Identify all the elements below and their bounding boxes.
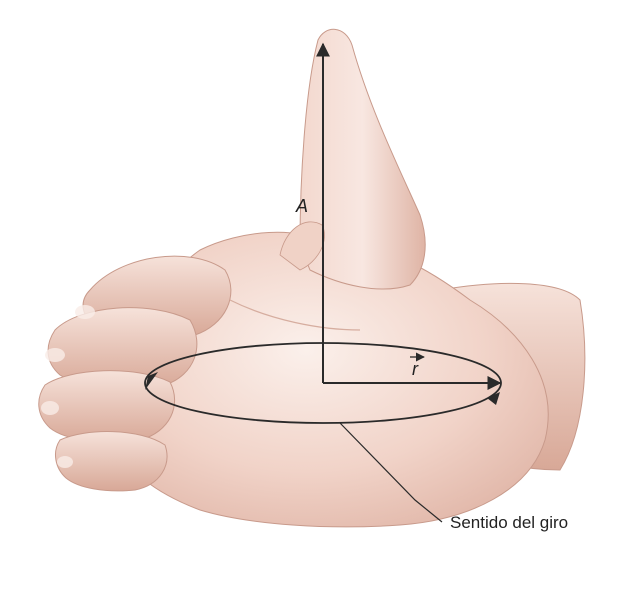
axis-label: A bbox=[295, 196, 308, 216]
rotation-label: Sentido del giro bbox=[450, 513, 568, 532]
radius-label: r bbox=[412, 359, 419, 379]
fingernail bbox=[41, 401, 59, 415]
fingernail bbox=[57, 456, 73, 468]
hand-illustration bbox=[39, 29, 585, 527]
fingernail bbox=[45, 348, 65, 362]
fingernail bbox=[75, 305, 95, 319]
